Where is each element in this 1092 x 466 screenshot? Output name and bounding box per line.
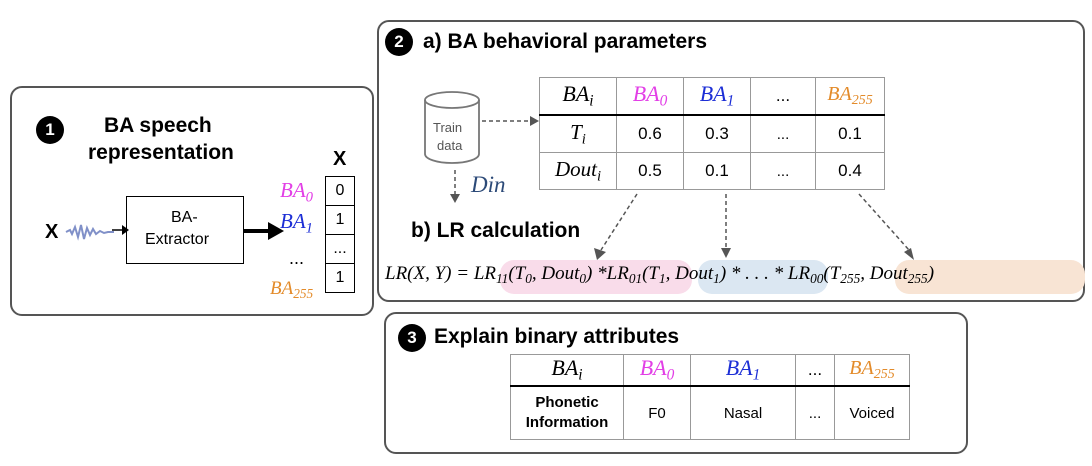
step-number-badge: 1 bbox=[36, 116, 64, 144]
database-label-line1: Train bbox=[433, 120, 463, 135]
header-cell: BA0 bbox=[623, 354, 691, 387]
header-cell: BA255 bbox=[815, 77, 885, 116]
table-cell: ... bbox=[750, 152, 816, 190]
formula-term0: LR11(T0, Dout0) bbox=[473, 263, 593, 286]
waveform-icon bbox=[65, 224, 114, 241]
formula-term0-highlight bbox=[500, 260, 692, 294]
step-number-badge: 2 bbox=[385, 28, 413, 56]
table-cell: 0.1 bbox=[815, 114, 885, 153]
vector-cell: 0 bbox=[325, 176, 355, 206]
formula-op1: * bbox=[597, 263, 607, 284]
vector-cell: 1 bbox=[325, 263, 355, 293]
vector-label-ba0: BA0 bbox=[280, 178, 313, 206]
header-cell: BA0 bbox=[616, 77, 684, 116]
section-title-b: b) LR calculation bbox=[411, 219, 581, 242]
header-cell: BAi bbox=[539, 77, 617, 116]
table-cell: F0 bbox=[623, 385, 691, 440]
panel-ba-speech-representation: 1 BA speech representation X BA- Extract… bbox=[10, 86, 374, 316]
formula-term1: LR01(T1, Dout1) bbox=[606, 263, 727, 286]
panel-explain-binary-attributes: 3 Explain binary attributes BAi BA0 BA1 … bbox=[384, 312, 968, 454]
vector-label-ellipsis: ... bbox=[289, 248, 305, 268]
table-row: Douti 0.5 0.1 ... 0.4 bbox=[539, 152, 885, 190]
ba-parameters-table: BAi BA0 BA1 ... BA255 Ti 0.6 0.3 ... 0.1… bbox=[539, 77, 885, 190]
header-cell: BAi bbox=[510, 354, 624, 387]
table-cell: 0.4 bbox=[815, 152, 885, 190]
header-cell: BA1 bbox=[690, 354, 796, 387]
header-cell: BA255 bbox=[834, 354, 910, 387]
ba-extractor-box: BA- Extractor bbox=[126, 196, 244, 264]
table-cell: 0.1 bbox=[683, 152, 751, 190]
header-cell: ... bbox=[795, 354, 835, 387]
header-cell: ... bbox=[750, 77, 816, 116]
table-header-row: BAi BA0 BA1 ... BA255 bbox=[510, 354, 910, 387]
table-cell: Nasal bbox=[690, 385, 796, 440]
section-title-a: a) BA behavioral parameters bbox=[423, 30, 708, 53]
formula-term1-highlight bbox=[698, 260, 828, 294]
panel-title-line2: representation bbox=[88, 141, 234, 164]
header-cell: BA1 bbox=[683, 77, 751, 116]
panel-title-line1: BA speech bbox=[104, 114, 212, 137]
panel-ba-behavioral-parameters: 2 a) BA behavioral parameters Train data… bbox=[377, 20, 1085, 302]
formula-op2: * . . . * bbox=[730, 263, 784, 284]
panel-title: Explain binary attributes bbox=[434, 325, 680, 348]
table-cell: Voiced bbox=[834, 385, 910, 440]
arrow-to-vector bbox=[244, 222, 284, 240]
vector-cell: ... bbox=[325, 234, 355, 264]
table-cell: ... bbox=[795, 385, 835, 440]
dashed-arrows-to-formula bbox=[594, 193, 914, 260]
table-cell: 0.6 bbox=[616, 114, 684, 153]
table-cell: ... bbox=[750, 114, 816, 153]
table-row: Ti 0.6 0.3 ... 0.1 bbox=[539, 114, 885, 153]
vector-header: X bbox=[333, 148, 347, 170]
extractor-label-line2: Extractor bbox=[145, 231, 210, 248]
database-label-line2: data bbox=[437, 138, 463, 153]
step-number-badge: 3 bbox=[398, 324, 426, 352]
dashed-arrow-to-din bbox=[450, 170, 460, 203]
table-header-row: BAi BA0 BA1 ... BA255 bbox=[539, 77, 885, 116]
vector-label-ba255: BA255 bbox=[270, 278, 314, 301]
extractor-label-line1: BA- bbox=[171, 209, 198, 226]
formula-lhs: LR(X, Y) = bbox=[385, 263, 470, 284]
ba-vector: 0 1 ... 1 bbox=[325, 176, 355, 293]
table-cell: 0.3 bbox=[683, 114, 751, 153]
vector-label-ba1: BA1 bbox=[280, 209, 313, 237]
lr-formula: LR(X, Y) = LR11(T0, Dout0) *LR01(T1, Dou… bbox=[385, 263, 934, 287]
row-label: Douti bbox=[539, 152, 617, 190]
din-label: Din bbox=[471, 172, 506, 197]
database-icon bbox=[424, 91, 480, 164]
vector-cell: 1 bbox=[325, 205, 355, 235]
formula-term2-highlight bbox=[895, 260, 1085, 294]
input-x-label: X bbox=[45, 221, 59, 243]
table-cell: 0.5 bbox=[616, 152, 684, 190]
row-label: Ti bbox=[539, 114, 617, 153]
arrow-to-extractor bbox=[112, 225, 129, 235]
formula-term2: LR00(T255, Dout255) bbox=[787, 263, 935, 286]
dashed-arrow-to-table bbox=[482, 116, 539, 126]
